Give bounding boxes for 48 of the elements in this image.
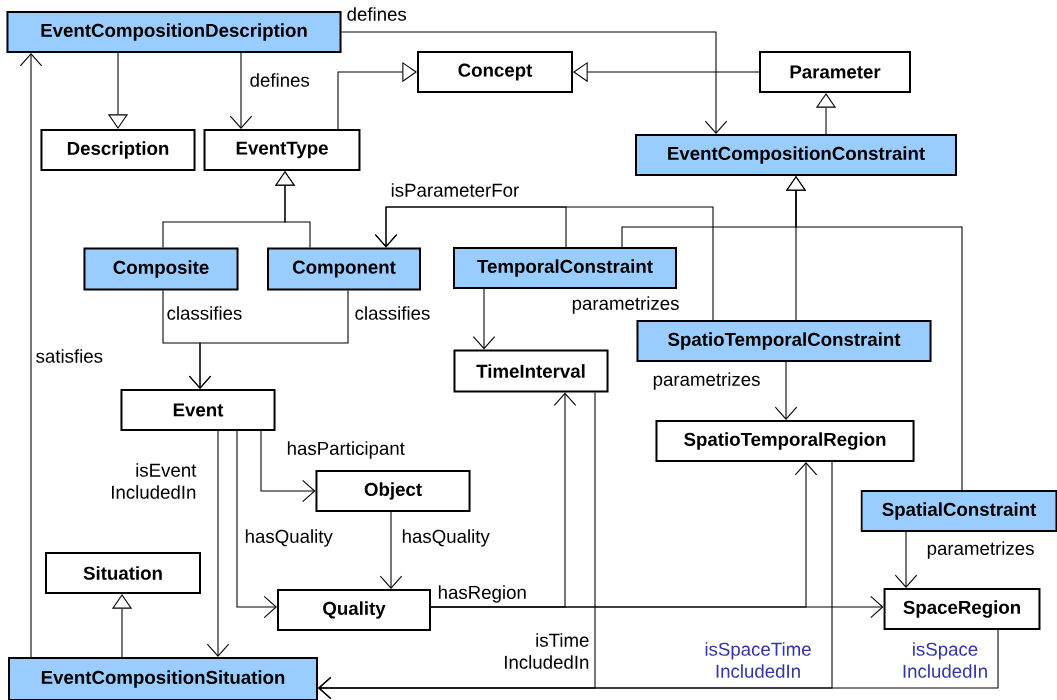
edge-label: satisfies: [36, 349, 103, 363]
class-box: SpatioTemporalRegion: [655, 420, 915, 462]
arrow: [430, 595, 884, 619]
edge-label: classifies: [355, 306, 430, 320]
arrow: [337, 61, 417, 130]
class-box: Composite: [83, 247, 239, 291]
arrow: [229, 52, 253, 129]
edge-label: defines: [347, 7, 407, 21]
edge-label: parametrizes: [653, 372, 760, 390]
edge-label: isSpace IncludedIn: [903, 642, 987, 678]
edge-label: parametrizes: [572, 296, 679, 314]
arrow: [318, 629, 999, 700]
class-box: Event: [120, 389, 276, 431]
edge-label: hasParticipant: [287, 441, 405, 459]
class-box: Component: [267, 247, 421, 291]
arrow: [341, 31, 728, 134]
class-box: EventCompositionConstraint: [635, 134, 957, 176]
edge-label: isEvent IncludedIn: [111, 463, 197, 499]
arrow: [260, 430, 316, 503]
class-box: EventCompositionDescription: [6, 11, 342, 53]
edge-label: isTime IncludedIn: [505, 633, 589, 669]
class-box: TemporalConstraint: [453, 247, 677, 289]
class-box: Object: [315, 470, 471, 512]
edge-label: isParameterFor: [391, 183, 519, 197]
class-box: SpaceRegion: [883, 588, 1041, 630]
arrow: [188, 290, 349, 389]
class-box: SpatialConstraint: [860, 490, 1057, 532]
arrow: [785, 176, 963, 491]
arrow: [274, 171, 311, 248]
class-box: EventCompositionSituation: [8, 657, 318, 700]
edge-label: hasQuality: [402, 529, 490, 547]
edge-label: classifies: [167, 306, 242, 320]
edge-label: isSpaceTime IncludedIn: [705, 642, 811, 678]
class-box: Quality: [277, 589, 431, 631]
class-box: SpatioTemporalConstraint: [636, 320, 932, 362]
edge-label: defines: [250, 73, 310, 87]
arrow: [236, 430, 277, 619]
arrow: [374, 206, 714, 321]
arrow: [894, 531, 918, 588]
arrow: [19, 53, 43, 658]
arrow: [472, 288, 496, 350]
edge-label: parametrizes: [927, 541, 1034, 559]
arrow: [206, 430, 230, 657]
arrow: [379, 511, 403, 589]
edge-label: hasQuality: [245, 529, 333, 547]
class-box: TimeInterval: [453, 349, 609, 393]
arrow: [774, 361, 798, 420]
edge-label: hasRegion: [438, 585, 526, 603]
